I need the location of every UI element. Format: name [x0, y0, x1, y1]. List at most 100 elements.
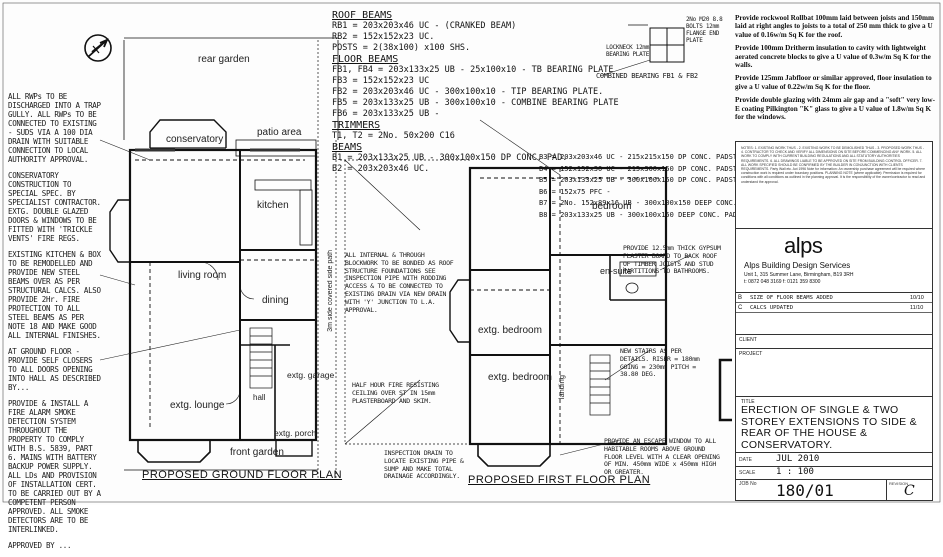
job-label: JOB No — [739, 481, 757, 487]
spec-roof: Provide rockwool Rollbat 100mm laid betw… — [735, 14, 934, 39]
floor-beam-item: FB5 = 203x133x25 UB - 300x100x10 - COMBI… — [332, 98, 619, 108]
standard-notes: NOTES: 1. EXISTING WORK THUS - 2. EXISTI… — [741, 146, 926, 184]
floor-beam-item: FB3 = 152x152x23 UC — [332, 76, 430, 86]
roof-beam-item: RB1 = 203x203x46 UC - (CRANKED BEAM) — [332, 21, 517, 31]
date-value: JUL 2010 — [776, 454, 820, 464]
revision-code: B — [738, 294, 743, 301]
note-approved-by: APPROVED BY ... — [8, 541, 72, 550]
spec-floor: Provide 125mm Jabfloor or similar approv… — [735, 74, 932, 91]
revision-table: B SIZE OF FLOOR BEAMS ADDED 10/10 C CALC… — [736, 292, 932, 335]
revision-cell: REVISION C — [886, 479, 932, 501]
title-label: TITLE — [741, 399, 755, 405]
drawing-meta: DATE JUL 2010 SCALE 1 : 100 JOB No 180/0… — [736, 452, 932, 501]
ground-beam-item: B1 = 203x133x25 UB - 300x100x150 DP CONC… — [332, 153, 568, 163]
revision-code: C — [738, 304, 743, 311]
room-label-kitchen: kitchen — [257, 200, 289, 211]
room-label-extg-bedroom-front: extg. bedroom — [488, 372, 552, 383]
scale-value: 1 : 100 — [776, 467, 814, 477]
roof-beam-item: POSTS = 2(38x100) x100 SHS. — [332, 43, 471, 53]
note-internal-blockwork: ALL INTERNAL & THROUGH BLOCKWORK TO BE B… — [345, 251, 454, 314]
ground-beam-item: B2 = 203x203x46 UC. — [332, 164, 430, 174]
floor-beam-item: FB1, FB4 = 203x133x25 UB - 25x100x10 - T… — [332, 65, 614, 75]
note-escape-window: PROVIDE AN ESCAPE WINDOW TO ALL HABITABL… — [604, 437, 720, 477]
revision-row: B SIZE OF FLOOR BEAMS ADDED 10/10 — [736, 293, 932, 303]
revision-value: C — [904, 483, 915, 499]
trimmers-item: T1, T2 = 2No. 50x200 C16 — [332, 131, 455, 141]
room-label-extg-bedroom-rear: extg. bedroom — [478, 325, 542, 336]
revision-label: REVISION — [889, 481, 909, 486]
note-fire-ceiling: HALF HOUR FIRE RESISTING CEILING OVER ST… — [352, 381, 439, 405]
revision-desc: CALCS UPDATED — [750, 304, 794, 311]
roof-beam-item: RB2 = 152x152x23 UC. — [332, 32, 435, 42]
room-label-living-room: living room — [178, 270, 227, 281]
room-label-front-garden: front garden — [230, 447, 284, 458]
bolt-detail-note: 2No M20 8.8 BOLTS 12mm FLANGE END PLATE — [686, 16, 723, 44]
left-construction-notes: ALL RWPs TO BE DISCHARGED INTO A TRAP GU… — [8, 92, 102, 557]
note-plaster-board: PROVIDE 12.5mm THICK GYPSUM PLASTER BOAR… — [623, 244, 721, 276]
room-label-extg-lounge: extg. lounge — [170, 400, 225, 411]
room-label-en-suite: en-suite — [600, 266, 633, 276]
job-number-cell: JOB No 180/01 — [736, 479, 887, 501]
room-label-hall: hall — [253, 393, 266, 402]
title-field: TITLE ERECTION OF SINGLE & TWO STOREY EX… — [736, 396, 932, 452]
floor-beams-heading: FLOOR BEAMS — [332, 54, 399, 65]
roof-beams-heading: ROOF BEAMS — [332, 10, 393, 21]
note-fire-alarm: PROVIDE & INSTALL A FIRE ALARM SMOKE DET… — [8, 399, 101, 534]
project-field: PROJECT — [736, 348, 932, 396]
room-label-extg-garage: extg. garage — [287, 370, 335, 380]
date-row: DATE JUL 2010 — [736, 453, 932, 467]
job-value: 180/01 — [776, 481, 834, 500]
floor-beam-item: FB2 = 203x203x46 UC - 300x100x10 - TIP B… — [332, 87, 604, 97]
floor-beam-item: FB6 = 203x133x25 UB - — [332, 109, 440, 119]
insulation-spec-notes: Provide rockwool Rollbat 100mm laid betw… — [735, 14, 935, 126]
project-label: PROJECT — [739, 351, 763, 357]
beam-item-b3: B3 = 203x203x46 UC - 215x215x150 DP CONC… — [539, 153, 750, 161]
ground-beams-heading: BEAMS — [332, 142, 363, 153]
north-arrow-icon — [84, 34, 112, 62]
spec-windows: Provide double glazing with 24mm air gap… — [735, 96, 935, 122]
drawing-title: ERECTION OF SINGLE & TWO STOREY EXTENSIO… — [741, 404, 917, 451]
note-conservatory: CONSERVATORY CONSTRUCTION TO SPECIAL SPE… — [8, 171, 101, 243]
beam-item-b4: B4 = 152x152x30 UC - 215x300x150 DP CONC… — [539, 164, 750, 173]
scale-label: SCALE — [739, 470, 756, 476]
room-label-patio-area: patio area — [257, 127, 302, 138]
company-logo-panel: alps Alps Building Design Services Unit … — [736, 228, 932, 291]
note-kitchen-beams: EXISTING KITCHEN & BOX TO BE REMODELLED … — [8, 250, 101, 340]
company-address: Unit 1, 315 Summer Lane, Birmingham, B19… — [744, 272, 854, 278]
room-label-dining: dining — [262, 295, 289, 306]
logo-wordmark: alps — [784, 233, 823, 258]
trimmers-heading: TRIMMERS — [332, 120, 381, 131]
company-phone: t: 0872 048 3169 f: 0121 359 8300 — [744, 279, 821, 285]
beam-item-b7: B7 = 2No. 152x89x16 UB - 300x100x150 DEE… — [539, 199, 754, 207]
room-label-rear-garden: rear garden — [198, 54, 250, 65]
ground-floor-plan-title: PROPOSED GROUND FLOOR PLAN — [142, 469, 343, 481]
bearing-plate-note: LOCKNECK 12mm BEARING PLATE — [606, 44, 650, 58]
date-label: DATE — [739, 457, 752, 463]
revision-row: C CALCS UPDATED 11/10 — [736, 303, 932, 313]
revision-date: 11/10 — [910, 304, 924, 311]
note-self-closers: AT GROUND FLOOR - PROVIDE SELF CLOSERS T… — [8, 347, 101, 392]
beam-item-b8: B8 = 203x133x25 UB - 300x100x150 DEEP CO… — [539, 210, 742, 219]
drawing-sheet: rear garden conservatory patio area kitc… — [2, 2, 941, 550]
combined-bearing-note: COMBINED BEARING FB1 & FB2 — [596, 72, 698, 80]
beam-schedule: ROOF BEAMS RB1 = 203x203x46 UC - (CRANKE… — [332, 10, 632, 175]
title-block: NOTES: 1. EXISTING WORK THUS - 2. EXISTI… — [735, 141, 933, 501]
room-label-conservatory: conservatory — [166, 134, 224, 145]
room-label-bedroom: bedroom — [592, 201, 632, 212]
room-label-extg-porch: extg. porch — [274, 428, 317, 438]
beam-item-b5: B5 = 203x133x25 UB - 300x100x150 DP CONC… — [539, 176, 750, 184]
revision-desc: SIZE OF FLOOR BEAMS ADDED — [750, 294, 833, 301]
room-label-landing: landing — [557, 375, 566, 400]
note-new-stairs: NEW STAIRS AS PER DETAILS. RISER = 180mm… — [620, 347, 700, 379]
note-inspection-drain: INSPECTION DRAIN TO LOCATE EXISTING PIPE… — [384, 449, 464, 481]
client-field: CLIENT — [736, 334, 932, 348]
side-path-label: 3m side covered side path — [327, 250, 334, 332]
beam-schedule-right: B3 = 203x203x46 UC - 215x215x150 DP CONC… — [539, 152, 754, 221]
company-name: Alps Building Design Services — [744, 261, 851, 270]
note-rainwater: ALL RWPs TO BE DISCHARGED INTO A TRAP GU… — [8, 92, 101, 164]
spec-walls: Provide 100mm Dritherm insulation to cav… — [735, 44, 931, 70]
beam-item-b6: B6 = 152x75 PFC - — [539, 187, 611, 196]
first-floor-plan-title: PROPOSED FIRST FLOOR PLAN — [468, 474, 651, 486]
client-label: CLIENT — [739, 337, 757, 343]
revision-date: 10/10 — [910, 294, 924, 301]
